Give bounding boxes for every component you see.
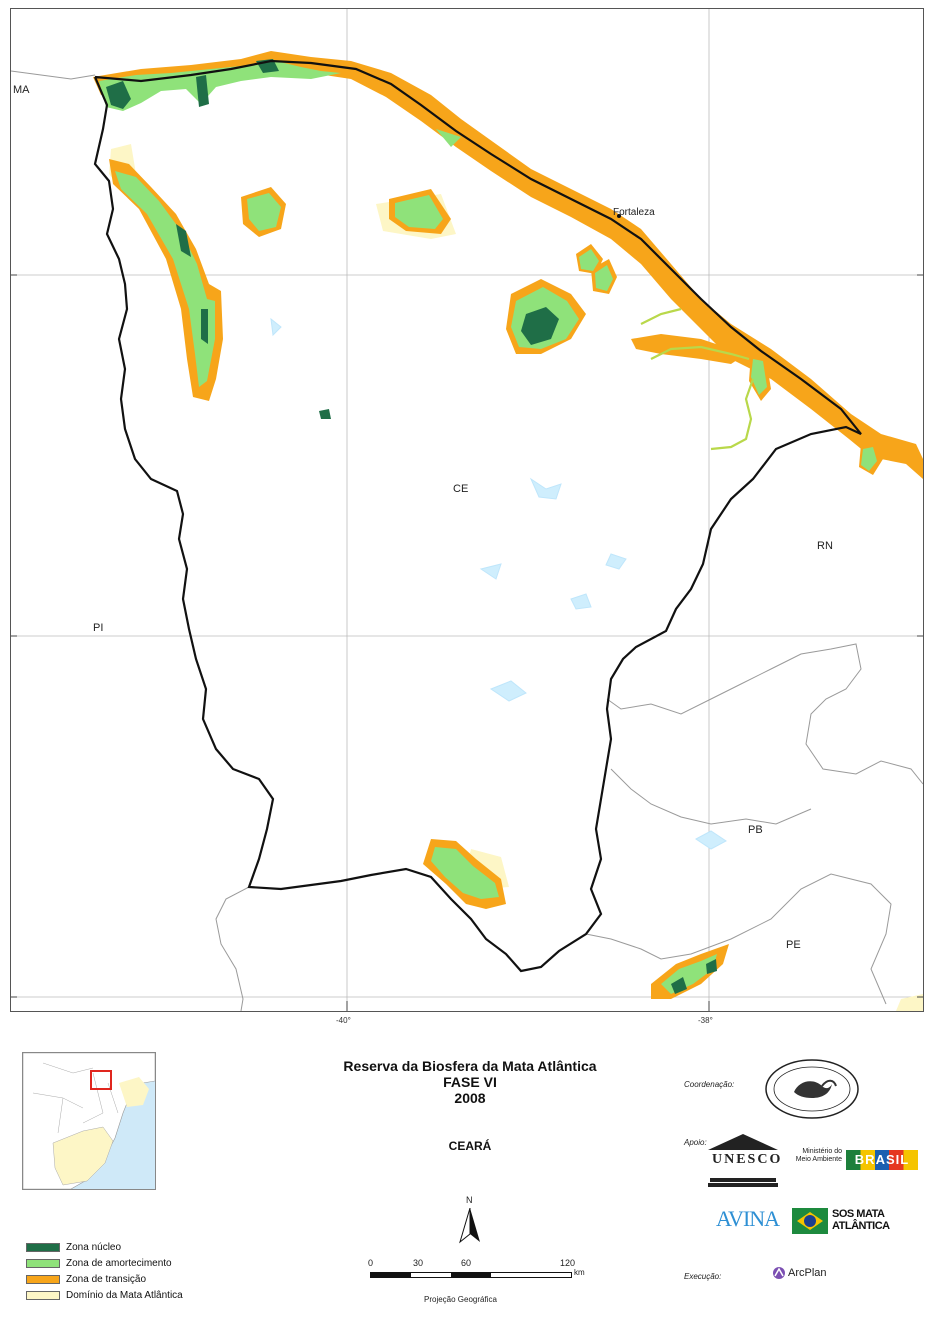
arcplan-icon [773, 1267, 785, 1279]
label-rn: RN [817, 540, 833, 552]
north-arrow-icon [459, 1208, 480, 1244]
unesco-temple-icon [708, 1134, 778, 1187]
legend-item-buffer: Zona de amortecimento [26, 1258, 172, 1270]
legend-swatch-domain [26, 1290, 60, 1300]
scale-unit: km [574, 1268, 585, 1277]
map-phase: FASE VI [443, 1074, 497, 1090]
unesco-text: UNESCO [712, 1152, 783, 1167]
legend-swatch-core [26, 1242, 60, 1252]
scale-bar [370, 1272, 572, 1278]
seal-logo-icon [765, 1059, 859, 1119]
map-canvas [11, 9, 923, 1011]
arcplan-text: ArcPlan [788, 1267, 827, 1279]
transition-zone [93, 51, 923, 999]
scale-tick-60: 60 [461, 1258, 472, 1268]
label-lon-40: -40° [336, 1016, 351, 1025]
map-title: Reserva da Biosfera da Mata Atlântica [343, 1058, 597, 1074]
scale-tick-30: 30 [413, 1258, 424, 1268]
sos-text: SOS MATA ATLÂNTICA [832, 1208, 890, 1232]
map-year: 2008 [454, 1090, 486, 1106]
label-pi: PI [93, 622, 104, 634]
north-label: N [466, 1195, 473, 1205]
map-frame[interactable]: Fortaleza MA PI CE RN PB PE [10, 8, 924, 1012]
legend-item-core: Zona núcleo [26, 1242, 121, 1254]
label-pb: PB [748, 824, 763, 836]
avina-logo: AVINA [716, 1206, 780, 1231]
inset-map [22, 1052, 156, 1190]
map-state: CEARÁ [448, 1139, 492, 1153]
legend-item-transition: Zona de transição [26, 1274, 146, 1286]
label-fortaleza: Fortaleza [613, 207, 655, 218]
scale-tick-120: 120 [560, 1258, 576, 1268]
legend-swatch-buffer [26, 1258, 60, 1268]
neighbor-borders [11, 70, 923, 1011]
credit-coordenacao: Coordenação: [684, 1080, 735, 1089]
ministerio-label: Ministério do Meio Ambiente [795, 1148, 842, 1163]
ceara-border [93, 59, 862, 973]
credit-execucao: Execução: [684, 1272, 722, 1281]
graticule-ticks [11, 274, 923, 1011]
brasil-logo: BRASIL [846, 1150, 918, 1170]
fortaleza-marker [617, 214, 621, 218]
sos-flag-icon [792, 1208, 828, 1234]
mata-atlantica-domain [109, 144, 923, 1011]
projection-label: Projeção Geográfica [424, 1295, 497, 1304]
label-ce: CE [453, 483, 469, 495]
water-bodies [270, 317, 727, 850]
rivers [640, 307, 755, 451]
legend-item-domain: Domínio da Mata Atlântica [26, 1290, 183, 1302]
credit-apoio: Apoio: [684, 1138, 707, 1147]
legend-swatch-transition [26, 1274, 60, 1284]
label-pe: PE [786, 939, 801, 951]
scale-tick-0: 0 [368, 1258, 374, 1268]
label-ma: MA [13, 84, 30, 96]
label-lon-38: -38° [698, 1016, 713, 1025]
